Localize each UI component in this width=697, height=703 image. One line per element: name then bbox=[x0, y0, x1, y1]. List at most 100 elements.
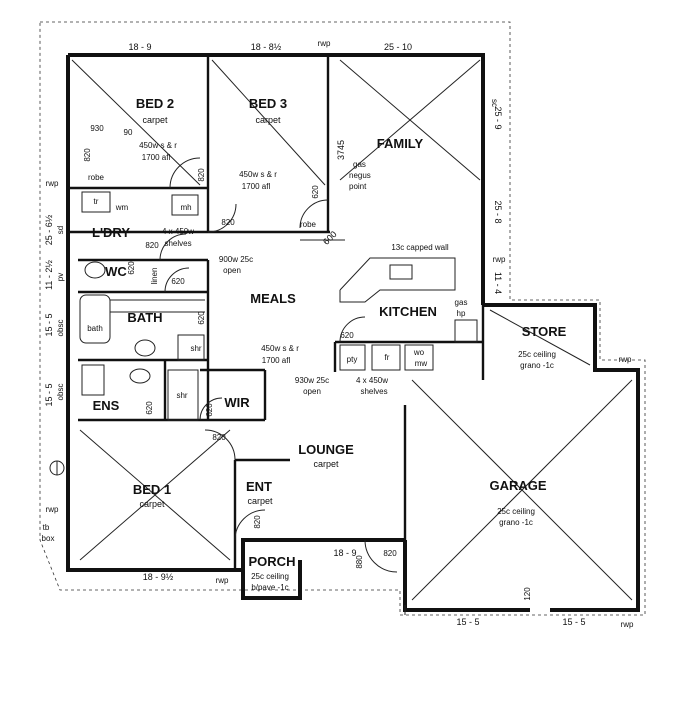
note-meals-afl: 1700 afl bbox=[262, 356, 291, 365]
note-gas-point: point bbox=[349, 182, 367, 191]
room-label-wir: WIR bbox=[224, 395, 250, 410]
note-shelves2: 4 x 450w bbox=[356, 376, 388, 385]
room-label-ent: ENT bbox=[246, 479, 272, 494]
dim-right-lower: 11 - 4 bbox=[493, 272, 503, 294]
dim-left-bath: 15 - 5 bbox=[44, 313, 54, 336]
dim-top-family: 25 - 10 bbox=[384, 42, 412, 52]
external-walls bbox=[66, 53, 640, 612]
note-720-ens: 620 bbox=[145, 401, 154, 415]
roof-outline bbox=[39, 21, 646, 616]
note-linen: linen bbox=[150, 268, 159, 285]
note-meals-sr: 450w s & r bbox=[261, 344, 299, 353]
ceiling-garage: 25c ceiling bbox=[497, 507, 535, 516]
note-930: 930 bbox=[90, 124, 104, 133]
floor-bed1: carpet bbox=[139, 499, 165, 509]
note-90: 90 bbox=[124, 128, 133, 137]
note-robe-bed2: robe bbox=[88, 173, 105, 182]
note-820-bed3a: 820 bbox=[197, 168, 206, 182]
note-mh: mh bbox=[180, 203, 191, 212]
bathroom-fixtures bbox=[79, 191, 205, 421]
note-robe-bed3: robe bbox=[300, 220, 317, 229]
note-rwp-left: rwp bbox=[46, 179, 59, 188]
floor-bed3: carpet bbox=[255, 115, 281, 125]
note-bed2-sr: 450w s & r bbox=[139, 141, 177, 150]
room-label-lounge: LOUNGE bbox=[298, 442, 354, 457]
note-gas-negus: negus bbox=[349, 171, 371, 180]
note-box: box bbox=[42, 534, 55, 543]
note-open2: 930w 25c bbox=[295, 376, 329, 385]
dim-top-bed2: 18 - 9 bbox=[128, 42, 151, 52]
note-pty: pty bbox=[347, 355, 358, 364]
note-620-wc: 620 bbox=[127, 261, 136, 275]
room-label-store: STORE bbox=[522, 324, 567, 339]
finish-store: grano -1c bbox=[520, 361, 554, 370]
room-label-bath: BATH bbox=[127, 310, 162, 325]
internal-walls bbox=[68, 55, 597, 570]
door-swings bbox=[159, 157, 398, 573]
floor-bed2: carpet bbox=[142, 115, 168, 125]
note-mw: mw bbox=[415, 359, 428, 368]
note-120: 120 bbox=[523, 587, 532, 601]
note-open1: 900w 25c bbox=[219, 255, 253, 264]
room-label-kitchen: KITCHEN bbox=[379, 304, 437, 319]
note-620-robe: 620 bbox=[311, 185, 320, 199]
note-820-ldry: 820 bbox=[145, 241, 159, 250]
dim-bottom-garage-left: 15 - 5 bbox=[456, 617, 479, 627]
note-820-porch: 820 bbox=[383, 549, 397, 558]
dim-bottom-lounge: 18 - 9 bbox=[333, 548, 356, 558]
note-shelves1b: shelves bbox=[164, 239, 191, 248]
note-tb: tb bbox=[43, 523, 50, 532]
room-label-ens: ENS bbox=[93, 398, 120, 413]
note-shelves1: 4 x 450w bbox=[162, 227, 194, 236]
note-wo: wo bbox=[413, 348, 425, 357]
note-tr: tr bbox=[94, 197, 99, 206]
room-label-garage: GARAGE bbox=[489, 478, 546, 493]
note-820-ent: 820 bbox=[253, 515, 262, 529]
ceiling-porch: 25c ceiling bbox=[251, 572, 289, 581]
room-label-bed1: BED 1 bbox=[133, 482, 171, 497]
note-open1b: open bbox=[223, 266, 241, 275]
note-rwp-garage: rwp bbox=[621, 620, 634, 629]
dim-meals-height: 3745 bbox=[336, 140, 346, 160]
note-sc: sc bbox=[490, 99, 499, 107]
note-620-kitchen: 620 bbox=[340, 331, 354, 340]
note-880: 880 bbox=[355, 555, 364, 569]
note-shr-ens: shr bbox=[176, 391, 187, 400]
note-820-lounge: 820 bbox=[212, 433, 226, 442]
note-rwp-bed1: rwp bbox=[46, 505, 59, 514]
note-bed3-afl: 1700 afl bbox=[242, 182, 271, 191]
note-pv: pv bbox=[56, 273, 65, 281]
note-shr-bath: shr bbox=[190, 344, 201, 353]
dim-bottom-bed1: 18 - 9½ bbox=[143, 572, 174, 582]
kitchen-bench bbox=[300, 239, 478, 371]
note-shelves2b: shelves bbox=[360, 387, 387, 396]
note-rwp-top: rwp bbox=[318, 39, 331, 48]
room-label-family: FAMILY bbox=[377, 136, 424, 151]
note-620-wir: 620 bbox=[205, 403, 214, 417]
note-720-bath: 620 bbox=[197, 311, 206, 325]
note-sd: sd bbox=[56, 226, 65, 234]
room-label-meals: MEALS bbox=[250, 291, 296, 306]
dim-right-mid: 25 - 8 bbox=[493, 200, 503, 223]
ceiling-lines bbox=[71, 59, 633, 601]
note-rwp-store: rwp bbox=[619, 355, 632, 364]
dim-left-mid: 11 - 2½ bbox=[44, 260, 54, 290]
dim-bottom-garage-right: 15 - 5 bbox=[562, 617, 585, 627]
room-label-porch: PORCH bbox=[249, 554, 296, 569]
dim-top-bed3: 18 - 8½ bbox=[251, 42, 282, 52]
note-gas-hp: gas bbox=[455, 298, 468, 307]
note-bath: bath bbox=[87, 324, 103, 333]
note-open2b: open bbox=[303, 387, 321, 396]
floor-ent: carpet bbox=[247, 496, 273, 506]
finish-garage: grano -1c bbox=[499, 518, 533, 527]
room-label-laundry: L'DRY bbox=[92, 225, 130, 240]
note-fr: fr bbox=[385, 353, 390, 362]
room-label-bed3: BED 3 bbox=[249, 96, 287, 111]
finish-porch: b/pave -1c bbox=[251, 583, 288, 592]
note-gas: gas bbox=[353, 160, 366, 169]
note-obsc-ens: obsc bbox=[56, 384, 65, 401]
note-gas-hp2: hp bbox=[457, 309, 466, 318]
note-wm: wm bbox=[115, 203, 129, 212]
dim-left-ens: 15 - 5 bbox=[44, 383, 54, 406]
floor-lounge: carpet bbox=[313, 459, 339, 469]
